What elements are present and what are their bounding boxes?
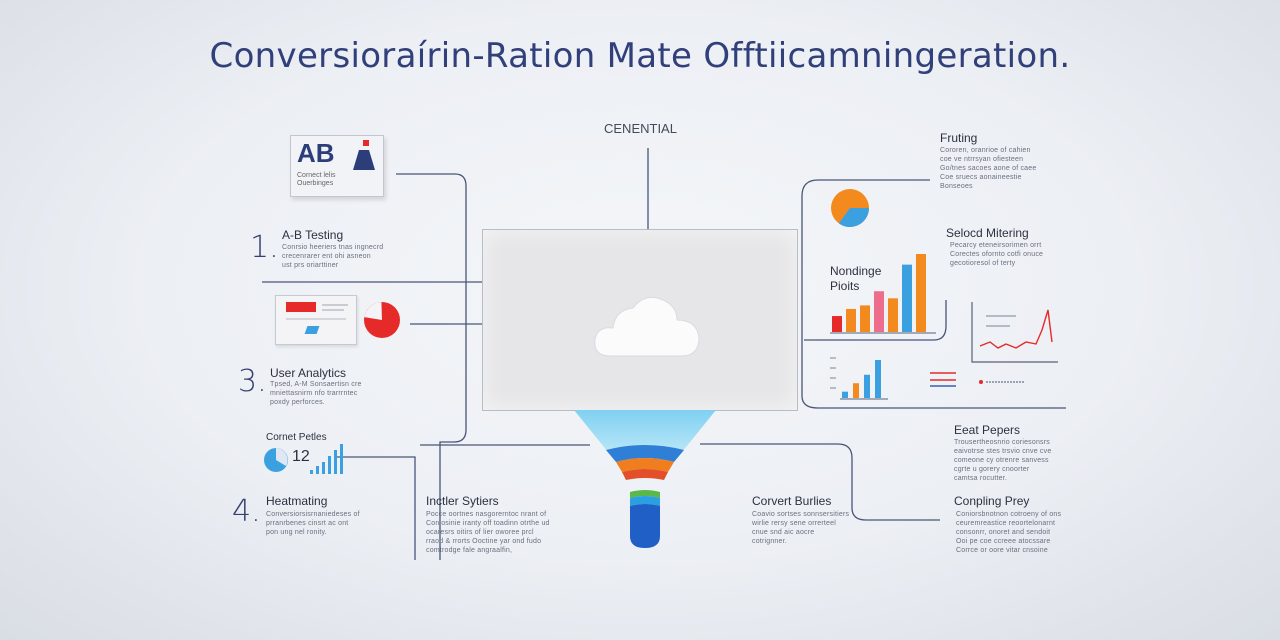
selocd-label: Selocd Mitering xyxy=(946,226,1029,240)
bar-0 xyxy=(832,316,842,332)
east-text: Trousertheosnrio coriesonsrs eaivotrse s… xyxy=(954,439,1052,482)
step-number-3: 3. xyxy=(238,364,267,399)
step-label-user-analytics: User Analytics xyxy=(270,366,347,380)
report-card xyxy=(275,295,357,345)
convert-label: Corvert Burlies xyxy=(752,494,832,508)
bar-5 xyxy=(902,264,912,332)
central-box xyxy=(482,229,798,411)
ab-caption: Cornect lelis Ouerbinges xyxy=(297,172,336,187)
convert-text: Coavio sortses sonnsersitiers wirlie rer… xyxy=(752,511,850,545)
bar-chart-small xyxy=(840,360,888,400)
step-text-1: Conrsio heeriers tnas ingnecrd crecenrar… xyxy=(282,244,384,269)
mini-widget-label: Cornet Petles xyxy=(266,432,327,443)
bar-4 xyxy=(888,298,898,332)
step-label-ab-testing: A-B Testing xyxy=(282,228,344,242)
bar-0 xyxy=(842,391,848,398)
ab-card: AB Cornect lelis Ouerbinges xyxy=(290,135,384,197)
step-number-1: 1. xyxy=(250,230,279,265)
mini-widget-value: 12 xyxy=(292,448,310,465)
bar-6 xyxy=(916,254,926,332)
bar-chart-main xyxy=(830,254,936,334)
insider-text: Pocce oortnes nasgorerntoc nrant of Coni… xyxy=(426,511,550,554)
fruting-text: Cororen, oranrioe of cahien coe ve ntrrs… xyxy=(940,147,1037,190)
bar-2 xyxy=(864,374,870,398)
pie-chart-red xyxy=(364,302,400,338)
mini-bars-icon xyxy=(310,444,343,474)
bar-3 xyxy=(874,291,884,332)
bar-1 xyxy=(846,308,856,332)
selocd-text: Pecarcy eteneirsorimen orrt Corectes ofo… xyxy=(950,242,1044,267)
line-chart xyxy=(971,302,1058,363)
insider-label: Inctler Sytiers xyxy=(426,494,499,508)
bar-1 xyxy=(853,383,859,398)
pie-chart-orange xyxy=(831,189,869,227)
mini-pie-icon xyxy=(264,448,288,472)
funnel-graphic xyxy=(574,410,716,548)
step-text-3: Tpsed, A-M Sonsaertisn cre mniettasnirm … xyxy=(270,381,362,406)
step-number-4: 4. xyxy=(232,494,261,529)
bar-2 xyxy=(860,305,870,332)
center-label: CENENTIAL xyxy=(604,121,677,136)
legend-marker xyxy=(979,380,1024,384)
step-text-4: Conversiorsisrnaniedeses of prranrbenes … xyxy=(266,511,360,536)
east-label: Eeat Pepers xyxy=(954,423,1021,437)
diagram-title: Conversioraírin-Ration Mate Offtiicamnin… xyxy=(209,36,1071,76)
conpling-label: Conpling Prey xyxy=(954,494,1030,508)
conpling-text: Coniorsbnotnon cotroeny of ons ceuremrea… xyxy=(956,511,1062,554)
ab-letters: AB xyxy=(297,138,335,168)
legend-lines xyxy=(930,372,956,387)
bar-3 xyxy=(875,360,881,398)
axis-ticks xyxy=(830,357,836,389)
bar-chart-label: Nondinge Pioits xyxy=(830,264,882,293)
flask-icon xyxy=(353,140,375,170)
cloud-icon xyxy=(594,296,700,357)
step-label-heatmating: Heatmating xyxy=(266,494,328,508)
fruting-label: Fruting xyxy=(940,131,978,145)
